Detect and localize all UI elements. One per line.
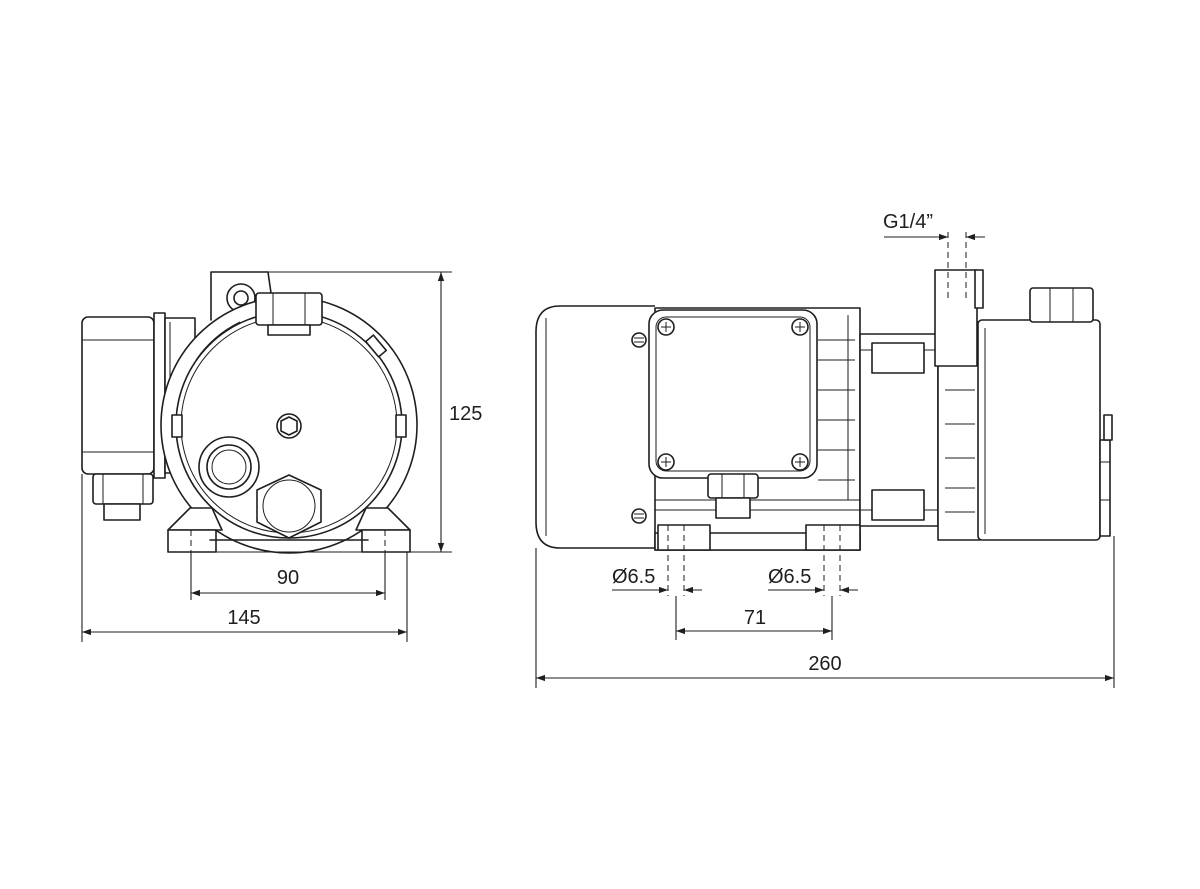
front-center-bolt [276, 413, 302, 439]
front-top-nut [255, 292, 323, 336]
ground-screw-icon [631, 508, 647, 524]
label-side-total-length: 260 [808, 653, 841, 675]
label-front-height: 125 [449, 403, 482, 425]
terminal-screw-icon [657, 318, 675, 336]
side-outlet-port [934, 232, 984, 367]
front-outlet-port [256, 474, 322, 539]
side-motor-endcap [535, 305, 655, 549]
side-top-nut [1029, 287, 1094, 323]
label-hole-right: Ø6.5 [768, 566, 811, 588]
label-hole-left: Ø6.5 [612, 566, 655, 588]
dim-front-total-width: 145 [81, 474, 408, 642]
dim-side-total-length: 260 [535, 536, 1115, 688]
ground-screw-icon [631, 332, 647, 348]
dim-port-thread: G1/4” [883, 211, 985, 241]
front-feet [167, 507, 411, 553]
terminal-screw-icon [791, 453, 809, 471]
label-side-foot-spacing: 71 [744, 607, 766, 629]
dim-front-foot-spacing: 90 [190, 552, 386, 600]
front-terminal-box [81, 312, 196, 521]
side-terminal-box [631, 309, 818, 524]
label-front-total-width: 145 [227, 607, 260, 629]
side-view: G1/4” Ø6.5 Ø6.5 71 260 [535, 211, 1115, 688]
dim-front-height: 125 [268, 271, 482, 553]
front-inlet-port [198, 436, 260, 498]
terminal-screw-icon [791, 318, 809, 336]
label-port-thread: G1/4” [883, 211, 933, 233]
front-view: 125 90 145 [81, 271, 482, 642]
dim-hole-left: Ø6.5 [612, 566, 702, 594]
terminal-screw-icon [657, 453, 675, 471]
side-coupling [859, 333, 939, 527]
label-front-foot-spacing: 90 [277, 567, 299, 589]
dim-hole-right: Ø6.5 [768, 566, 858, 594]
dim-side-foot-spacing: 71 [675, 596, 833, 640]
side-feet [657, 524, 861, 596]
